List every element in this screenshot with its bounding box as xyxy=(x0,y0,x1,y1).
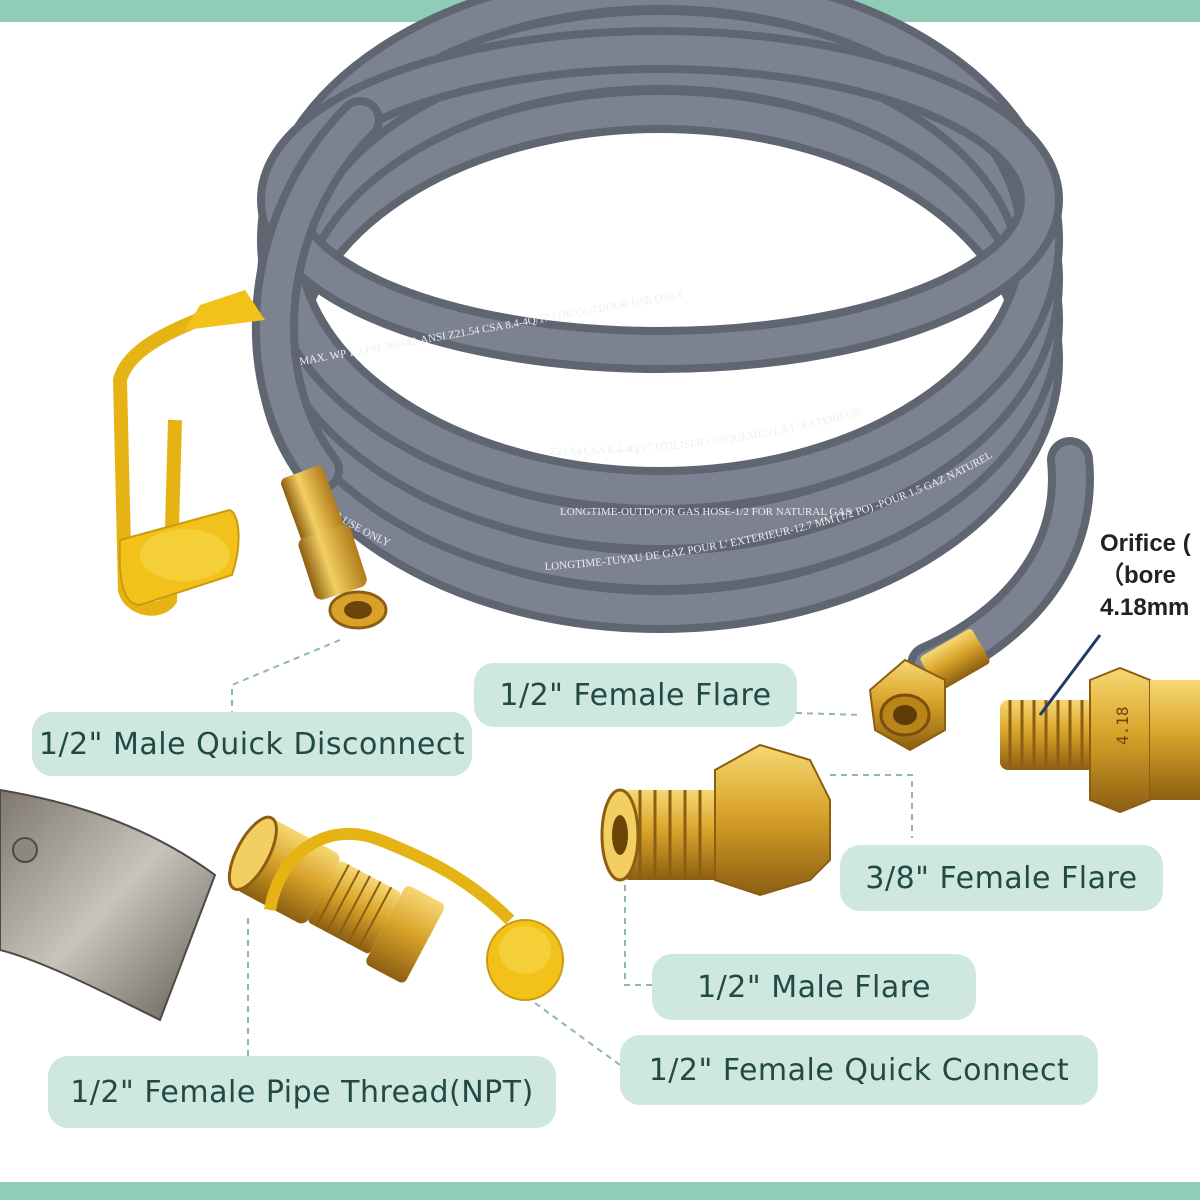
leader-line xyxy=(534,1002,621,1066)
male-quick-disconnect-fitting xyxy=(281,465,388,630)
orifice-annotation-line: Orifice ( xyxy=(1100,530,1191,557)
leader-line xyxy=(624,885,652,986)
label-female-flare-half: 1/2" Female Flare xyxy=(474,663,797,727)
female-quick-connect-fitting xyxy=(227,815,564,1001)
hose-print-line: LONGTIME-OUTDOOR GAS HOSE-1/2 FOR NATURA… xyxy=(560,506,851,518)
label-female-flare-3-8: 3/8" Female Flare xyxy=(840,845,1163,911)
leader-line xyxy=(830,774,913,838)
orifice-fitting: 4.18 xyxy=(1000,634,1200,814)
orifice-annotation: Orifice ( （bore 4.18mm xyxy=(1100,528,1191,624)
female-flare-fitting xyxy=(868,629,990,752)
label-male-quick-disconnect: 1/2" Male Quick Disconnect xyxy=(32,712,472,776)
label-female-quick-connect: 1/2" Female Quick Connect xyxy=(620,1035,1098,1105)
hose-coil xyxy=(251,0,1094,688)
orifice-annotation-line: 4.18mm xyxy=(1100,594,1190,621)
label-female-pipe-thread: 1/2" Female Pipe Thread(NPT) xyxy=(48,1056,556,1128)
hose-tail-left xyxy=(259,105,375,485)
leader-line xyxy=(795,712,863,716)
leader-line xyxy=(231,639,341,712)
orifice-annotation-line: （bore xyxy=(1100,562,1177,589)
leader-lines xyxy=(231,639,913,1066)
flare-adapter-fitting xyxy=(600,743,831,897)
bottom-frame-bar xyxy=(0,1182,1200,1200)
label-male-flare: 1/2" Male Flare xyxy=(652,954,976,1020)
orifice-stamp: 4.18 xyxy=(1113,706,1132,745)
dust-cap-upper xyxy=(112,290,265,616)
steel-strap xyxy=(0,788,217,1022)
